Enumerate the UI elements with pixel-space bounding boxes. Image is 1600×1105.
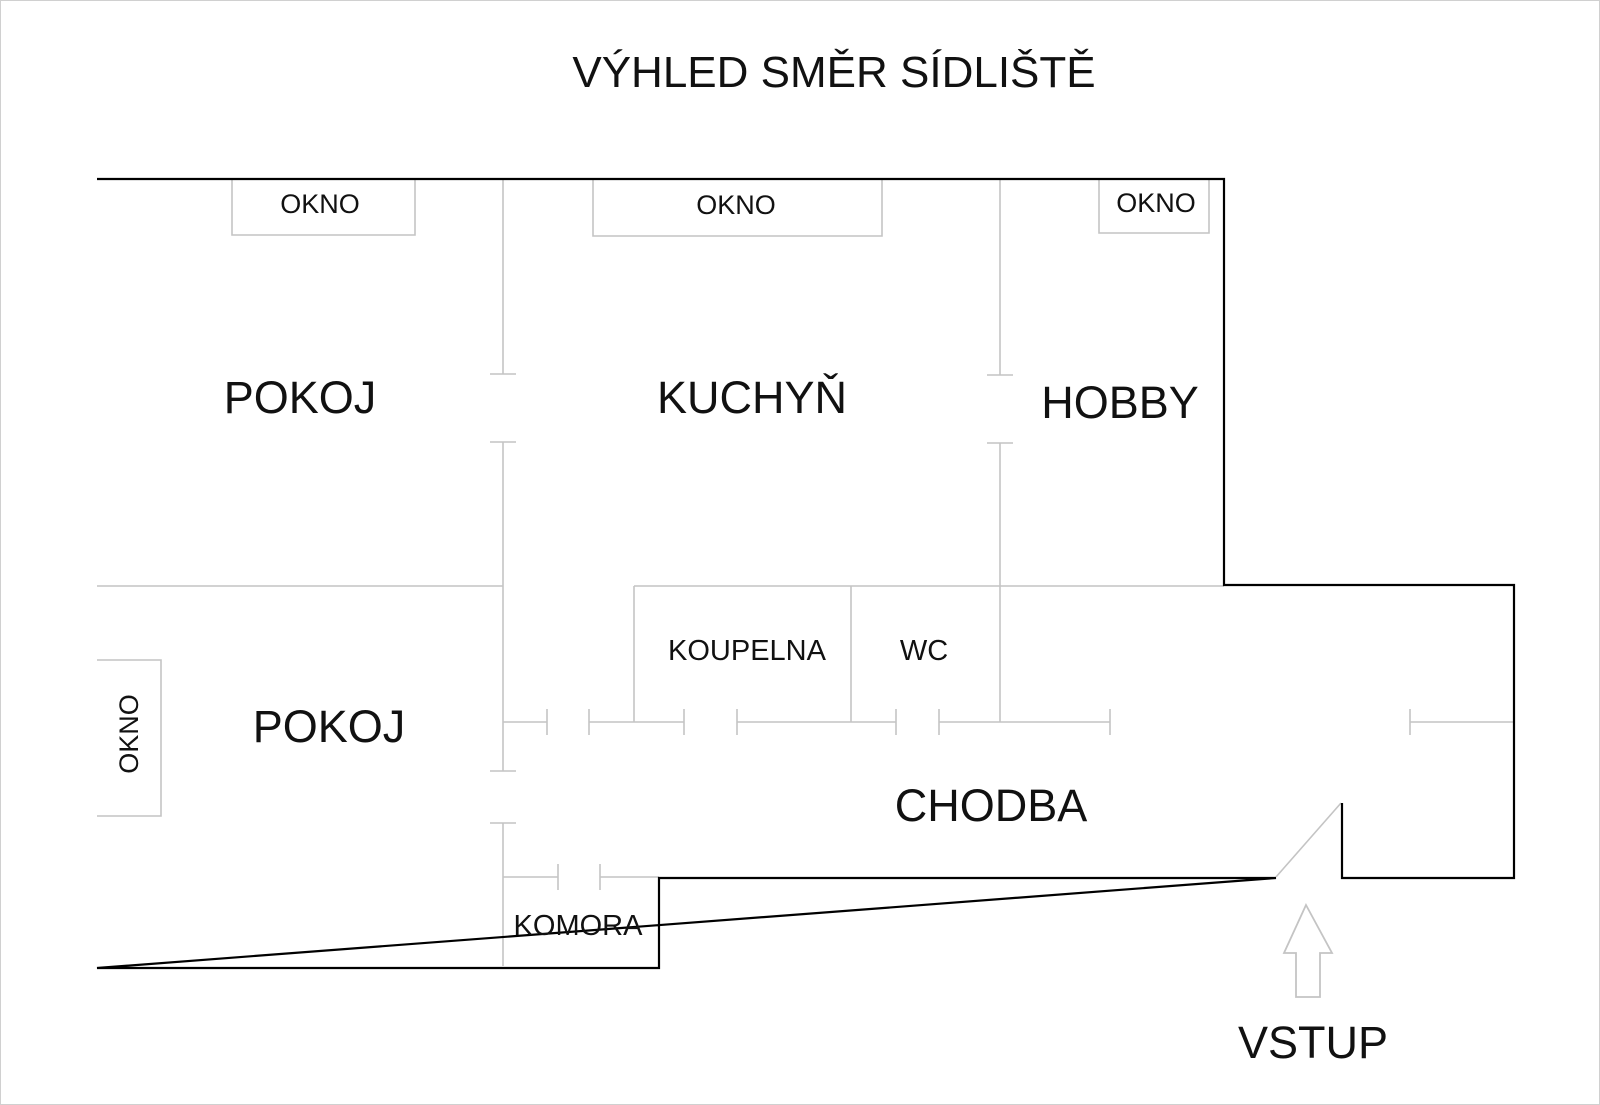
window-label-hobby: OKNO — [1116, 188, 1196, 218]
window-pokoj-bottom — [97, 659, 162, 817]
room-label-hobby: HOBBY — [1041, 377, 1199, 428]
window-hobby — [1098, 179, 1210, 234]
window-label-pokoj-bottom: OKNO — [114, 694, 144, 774]
window-label-pokoj-top: OKNO — [280, 189, 360, 219]
room-label-pokoj-bottom: POKOJ — [253, 701, 406, 752]
entrance-label: VSTUP — [1238, 1017, 1388, 1068]
room-label-kuchyn: KUCHYŇ — [657, 372, 847, 423]
interior-walls — [97, 179, 1514, 966]
room-label-koupelna: KOUPELNA — [668, 635, 827, 667]
window-label-kuchyn: OKNO — [696, 190, 776, 220]
outer-wall — [96, 177, 1516, 970]
window-kuchyn — [592, 179, 883, 237]
windows — [97, 179, 1210, 817]
entrance-door-swing — [1275, 802, 1342, 878]
room-label-komora: KOMORA — [514, 910, 644, 942]
room-label-wc: WC — [900, 635, 948, 667]
plan-title: VÝHLED SMĚR SÍDLIŠTĚ — [572, 47, 1095, 97]
room-label-pokoj-top: POKOJ — [224, 372, 377, 423]
room-label-chodba: CHODBA — [895, 780, 1088, 831]
window-pokoj-top — [231, 179, 416, 236]
entrance-arrow-icon — [1282, 902, 1334, 998]
